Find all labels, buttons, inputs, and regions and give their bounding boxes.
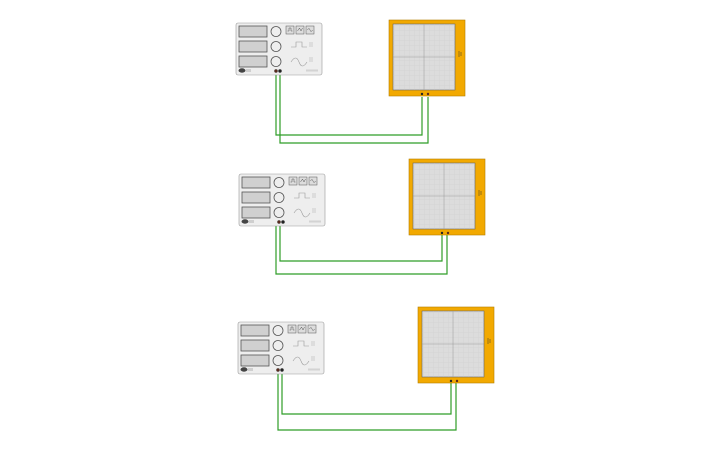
- sine-wave-icon: [309, 327, 315, 331]
- oscilloscope[interactable]: [417, 306, 495, 384]
- square-wave-button[interactable]: [287, 324, 297, 334]
- triangle-wave-button[interactable]: [297, 324, 307, 334]
- function-generator[interactable]: [235, 22, 323, 76]
- channel-a-terminal[interactable]: [449, 379, 453, 383]
- channel-b-terminal[interactable]: [455, 379, 459, 383]
- triangle-wave-button[interactable]: [298, 176, 308, 186]
- sine-wave-button[interactable]: [305, 25, 315, 35]
- sine-wave-icon: [310, 179, 316, 183]
- wire-channel-b[interactable]: [275, 224, 448, 275]
- display-frequency: [241, 176, 271, 189]
- oscilloscope-side-label: [457, 50, 463, 58]
- channel-b-terminal[interactable]: [426, 92, 430, 96]
- oscilloscope[interactable]: [388, 19, 466, 97]
- display-offset: [238, 55, 268, 68]
- knob-offset[interactable]: [270, 56, 282, 67]
- knob-frequency[interactable]: [272, 325, 284, 336]
- preview-wave-sine: [293, 208, 311, 218]
- preview-wave-square: [294, 192, 310, 199]
- oscilloscope[interactable]: [408, 158, 486, 236]
- sine-wave-icon: [307, 28, 313, 32]
- channel-a-terminal[interactable]: [420, 92, 424, 96]
- channel-b-terminal[interactable]: [446, 231, 450, 235]
- display-frequency: [240, 324, 270, 337]
- neg-terminal-icon[interactable]: [278, 69, 282, 73]
- triangle-wave-icon: [300, 178, 306, 183]
- triangle-wave-icon: [299, 326, 305, 331]
- pos-terminal-icon[interactable]: [277, 220, 281, 224]
- sine-wave-button[interactable]: [307, 324, 317, 334]
- pos-terminal-icon[interactable]: [274, 69, 278, 73]
- knob-offset[interactable]: [272, 355, 284, 366]
- triangle-wave-button[interactable]: [295, 25, 305, 35]
- square-wave-button[interactable]: [285, 25, 295, 35]
- pos-terminal-icon[interactable]: [276, 368, 280, 372]
- knob-offset[interactable]: [273, 207, 285, 218]
- channel-a-terminal[interactable]: [440, 231, 444, 235]
- preview-wave-square: [291, 41, 307, 48]
- square-wave-icon: [289, 326, 295, 331]
- oscilloscope-side-label: [486, 337, 492, 345]
- neg-terminal-icon[interactable]: [281, 220, 285, 224]
- knob-frequency[interactable]: [270, 26, 282, 37]
- sine-wave-button[interactable]: [308, 176, 318, 186]
- logo-icon: [238, 68, 246, 73]
- wire-channel-a[interactable]: [275, 73, 423, 136]
- wire-channel-b[interactable]: [277, 370, 457, 431]
- display-amplitude: [241, 191, 271, 204]
- knob-frequency[interactable]: [273, 177, 285, 188]
- preview-wave-sine: [292, 356, 310, 366]
- square-wave-button[interactable]: [288, 176, 298, 186]
- wire-channel-a[interactable]: [279, 224, 443, 262]
- display-offset: [241, 206, 271, 219]
- knob-amplitude[interactable]: [272, 340, 284, 351]
- preview-wave-sine: [290, 57, 308, 67]
- wire-channel-b[interactable]: [279, 73, 429, 144]
- function-generator[interactable]: [237, 321, 325, 375]
- logo-icon: [240, 367, 248, 372]
- logo-icon: [241, 219, 249, 224]
- display-frequency: [238, 25, 268, 38]
- display-amplitude: [238, 40, 268, 53]
- square-wave-icon: [290, 178, 296, 183]
- circuit-2: [238, 158, 486, 275]
- circuit-3: [237, 306, 495, 431]
- triangle-wave-icon: [297, 27, 303, 32]
- preview-wave-square: [293, 340, 309, 347]
- knob-amplitude[interactable]: [273, 192, 285, 203]
- oscilloscope-side-label: [477, 189, 483, 197]
- function-generator[interactable]: [238, 173, 326, 227]
- knob-amplitude[interactable]: [270, 41, 282, 52]
- circuit-1: [235, 19, 466, 144]
- display-amplitude: [240, 339, 270, 352]
- square-wave-icon: [287, 27, 293, 32]
- wire-channel-a[interactable]: [281, 370, 452, 415]
- display-offset: [240, 354, 270, 367]
- neg-terminal-icon[interactable]: [280, 368, 284, 372]
